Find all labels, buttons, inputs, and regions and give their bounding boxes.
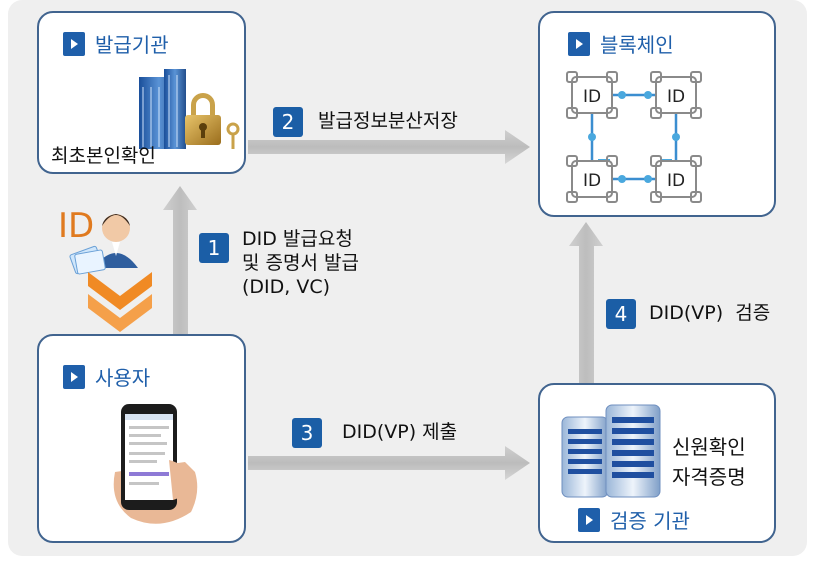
step-2-badge: 2 bbox=[273, 107, 303, 137]
blockchain-box: 블록체인 bbox=[538, 11, 776, 217]
user-tag-label: 사용자 bbox=[95, 366, 151, 390]
step-1-text: DID 발급요청 및 증명서 발급 (DID, VC) bbox=[242, 228, 359, 299]
node-label: ID bbox=[583, 171, 601, 191]
issuer-tag: 발급기관 bbox=[63, 29, 169, 58]
step-1-line-1: DID 발급요청 bbox=[242, 228, 353, 250]
chevron-down-icon bbox=[88, 272, 152, 332]
step-1-line-2: 및 증명서 발급 bbox=[242, 251, 359, 274]
step-2-text: 발급정보분산저장 bbox=[318, 110, 458, 132]
user-id-icon bbox=[69, 214, 138, 275]
issuer-tag-label: 발급기관 bbox=[95, 33, 169, 57]
play-marker-icon bbox=[63, 31, 85, 56]
verifier-tag-label: 검증 기관 bbox=[610, 509, 690, 533]
step-3-badge: 3 bbox=[292, 418, 322, 448]
arrow-user-to-verifier bbox=[248, 446, 530, 480]
blockchain-network-icon: ID ID ID ID bbox=[566, 71, 702, 203]
arrow-verifier-to-blockchain bbox=[569, 222, 603, 392]
verifier-caption-line1: 신원확인 bbox=[672, 435, 746, 459]
play-marker-icon bbox=[568, 31, 590, 56]
play-marker-icon bbox=[63, 364, 85, 389]
building-lock-icon bbox=[139, 69, 240, 149]
blockchain-tag: 블록체인 bbox=[568, 29, 674, 58]
play-marker-icon bbox=[578, 507, 600, 532]
user-box: 사용자 bbox=[37, 334, 246, 543]
node-label: ID bbox=[667, 171, 685, 191]
step-3-text: DID(VP) 제출 bbox=[342, 421, 458, 443]
step-1-badge: 1 bbox=[199, 233, 229, 263]
verifier-box: 신원확인 자격증명 검증 기관 bbox=[538, 383, 776, 543]
server-icon bbox=[561, 404, 661, 498]
blockchain-tag-label: 블록체인 bbox=[600, 33, 674, 57]
verifier-caption-line2: 자격증명 bbox=[672, 465, 746, 489]
node-label: ID bbox=[583, 87, 601, 107]
id-label: ID bbox=[58, 206, 95, 246]
smartphone-hand-icon bbox=[113, 404, 198, 524]
node-label: ID bbox=[667, 87, 685, 107]
step-4-text: DID(VP) 검증 bbox=[649, 302, 771, 324]
arrow-issuer-to-blockchain bbox=[248, 130, 530, 164]
verifier-tag: 검증 기관 bbox=[578, 505, 690, 534]
step-4-badge: 4 bbox=[606, 299, 636, 329]
user-tag: 사용자 bbox=[63, 362, 150, 391]
arrow-user-to-issuer bbox=[163, 186, 197, 470]
issuer-caption: 최초본인확인 bbox=[51, 145, 156, 167]
issuer-box: 발급기관 최초본인확인 bbox=[37, 11, 246, 174]
step-1-line-3: (DID, VC) bbox=[242, 275, 331, 298]
